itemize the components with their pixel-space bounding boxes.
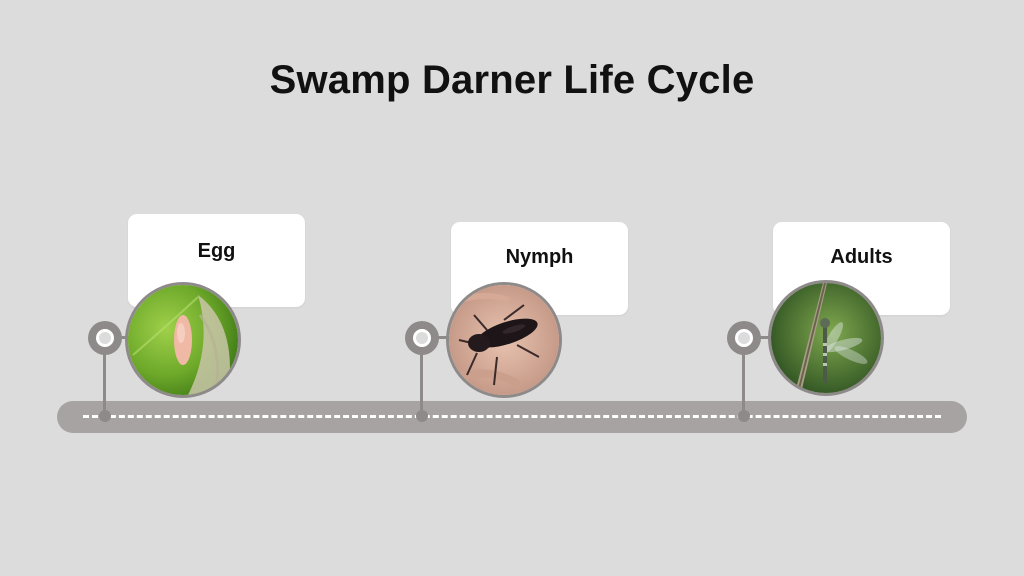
- connector-nymph: [436, 336, 452, 339]
- stem-nymph: [420, 340, 423, 412]
- dragonfly-photo-icon: [768, 280, 884, 396]
- stage-label-egg: Egg: [197, 240, 236, 262]
- timeline-track: [57, 401, 967, 433]
- timeline-node-egg: [88, 321, 122, 355]
- stage-label-adults: Adults: [830, 246, 893, 268]
- stage-label-nymph: Nymph: [505, 246, 574, 268]
- diagram-title: Swamp Darner Life Cycle: [269, 58, 755, 102]
- stem-dot-egg: [99, 410, 111, 422]
- stem-dot-adults: [738, 410, 750, 422]
- stem-adults: [742, 340, 745, 412]
- stem-dot-nymph: [416, 410, 428, 422]
- timeline-node-nymph: [405, 321, 439, 355]
- stem-egg: [103, 340, 106, 412]
- timeline-node-adults: [727, 321, 761, 355]
- nymph-photo-icon: [446, 282, 562, 398]
- connector-adults: [758, 336, 774, 339]
- timeline-dashes: [83, 415, 941, 418]
- egg-photo-icon: [125, 282, 241, 398]
